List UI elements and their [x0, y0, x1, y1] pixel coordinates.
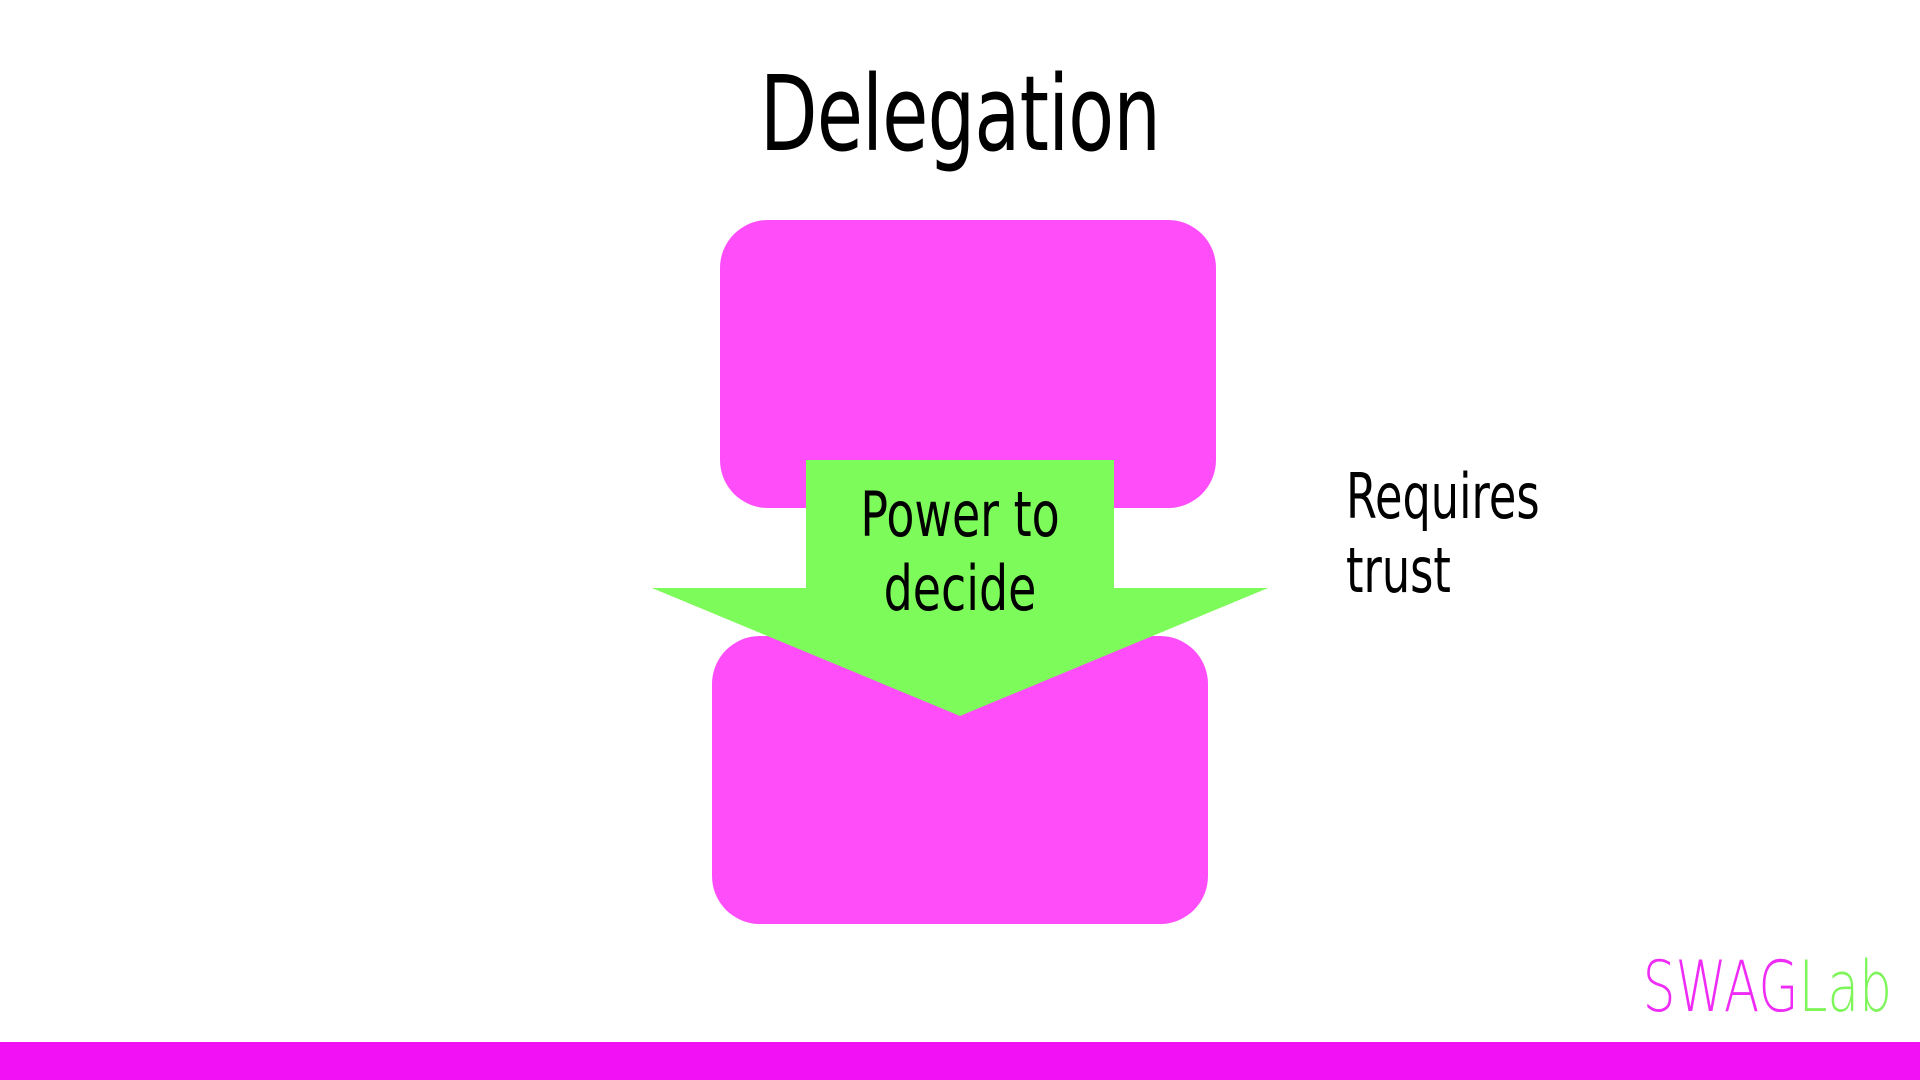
logo-lab-text: Lab	[1798, 946, 1892, 1028]
down-arrow	[652, 460, 1268, 716]
side-note-line-1: Requires	[1346, 460, 1540, 533]
side-note: Requires trust	[1346, 460, 1576, 608]
top-box	[720, 220, 1216, 508]
arrow-label-line-1: Power to	[860, 478, 1060, 551]
logo-swag-text: SWAG	[1642, 946, 1799, 1028]
slide-title: Delegation	[759, 53, 1161, 175]
bottom-box	[712, 636, 1208, 924]
side-note-line-2: trust	[1346, 534, 1451, 607]
bottom-accent-bar	[0, 1042, 1920, 1080]
arrow-label-line-2: decide	[883, 552, 1037, 625]
arrow-label: Power to decide	[849, 478, 1071, 626]
swaglab-logo: SWAGLab	[1643, 952, 1892, 1022]
